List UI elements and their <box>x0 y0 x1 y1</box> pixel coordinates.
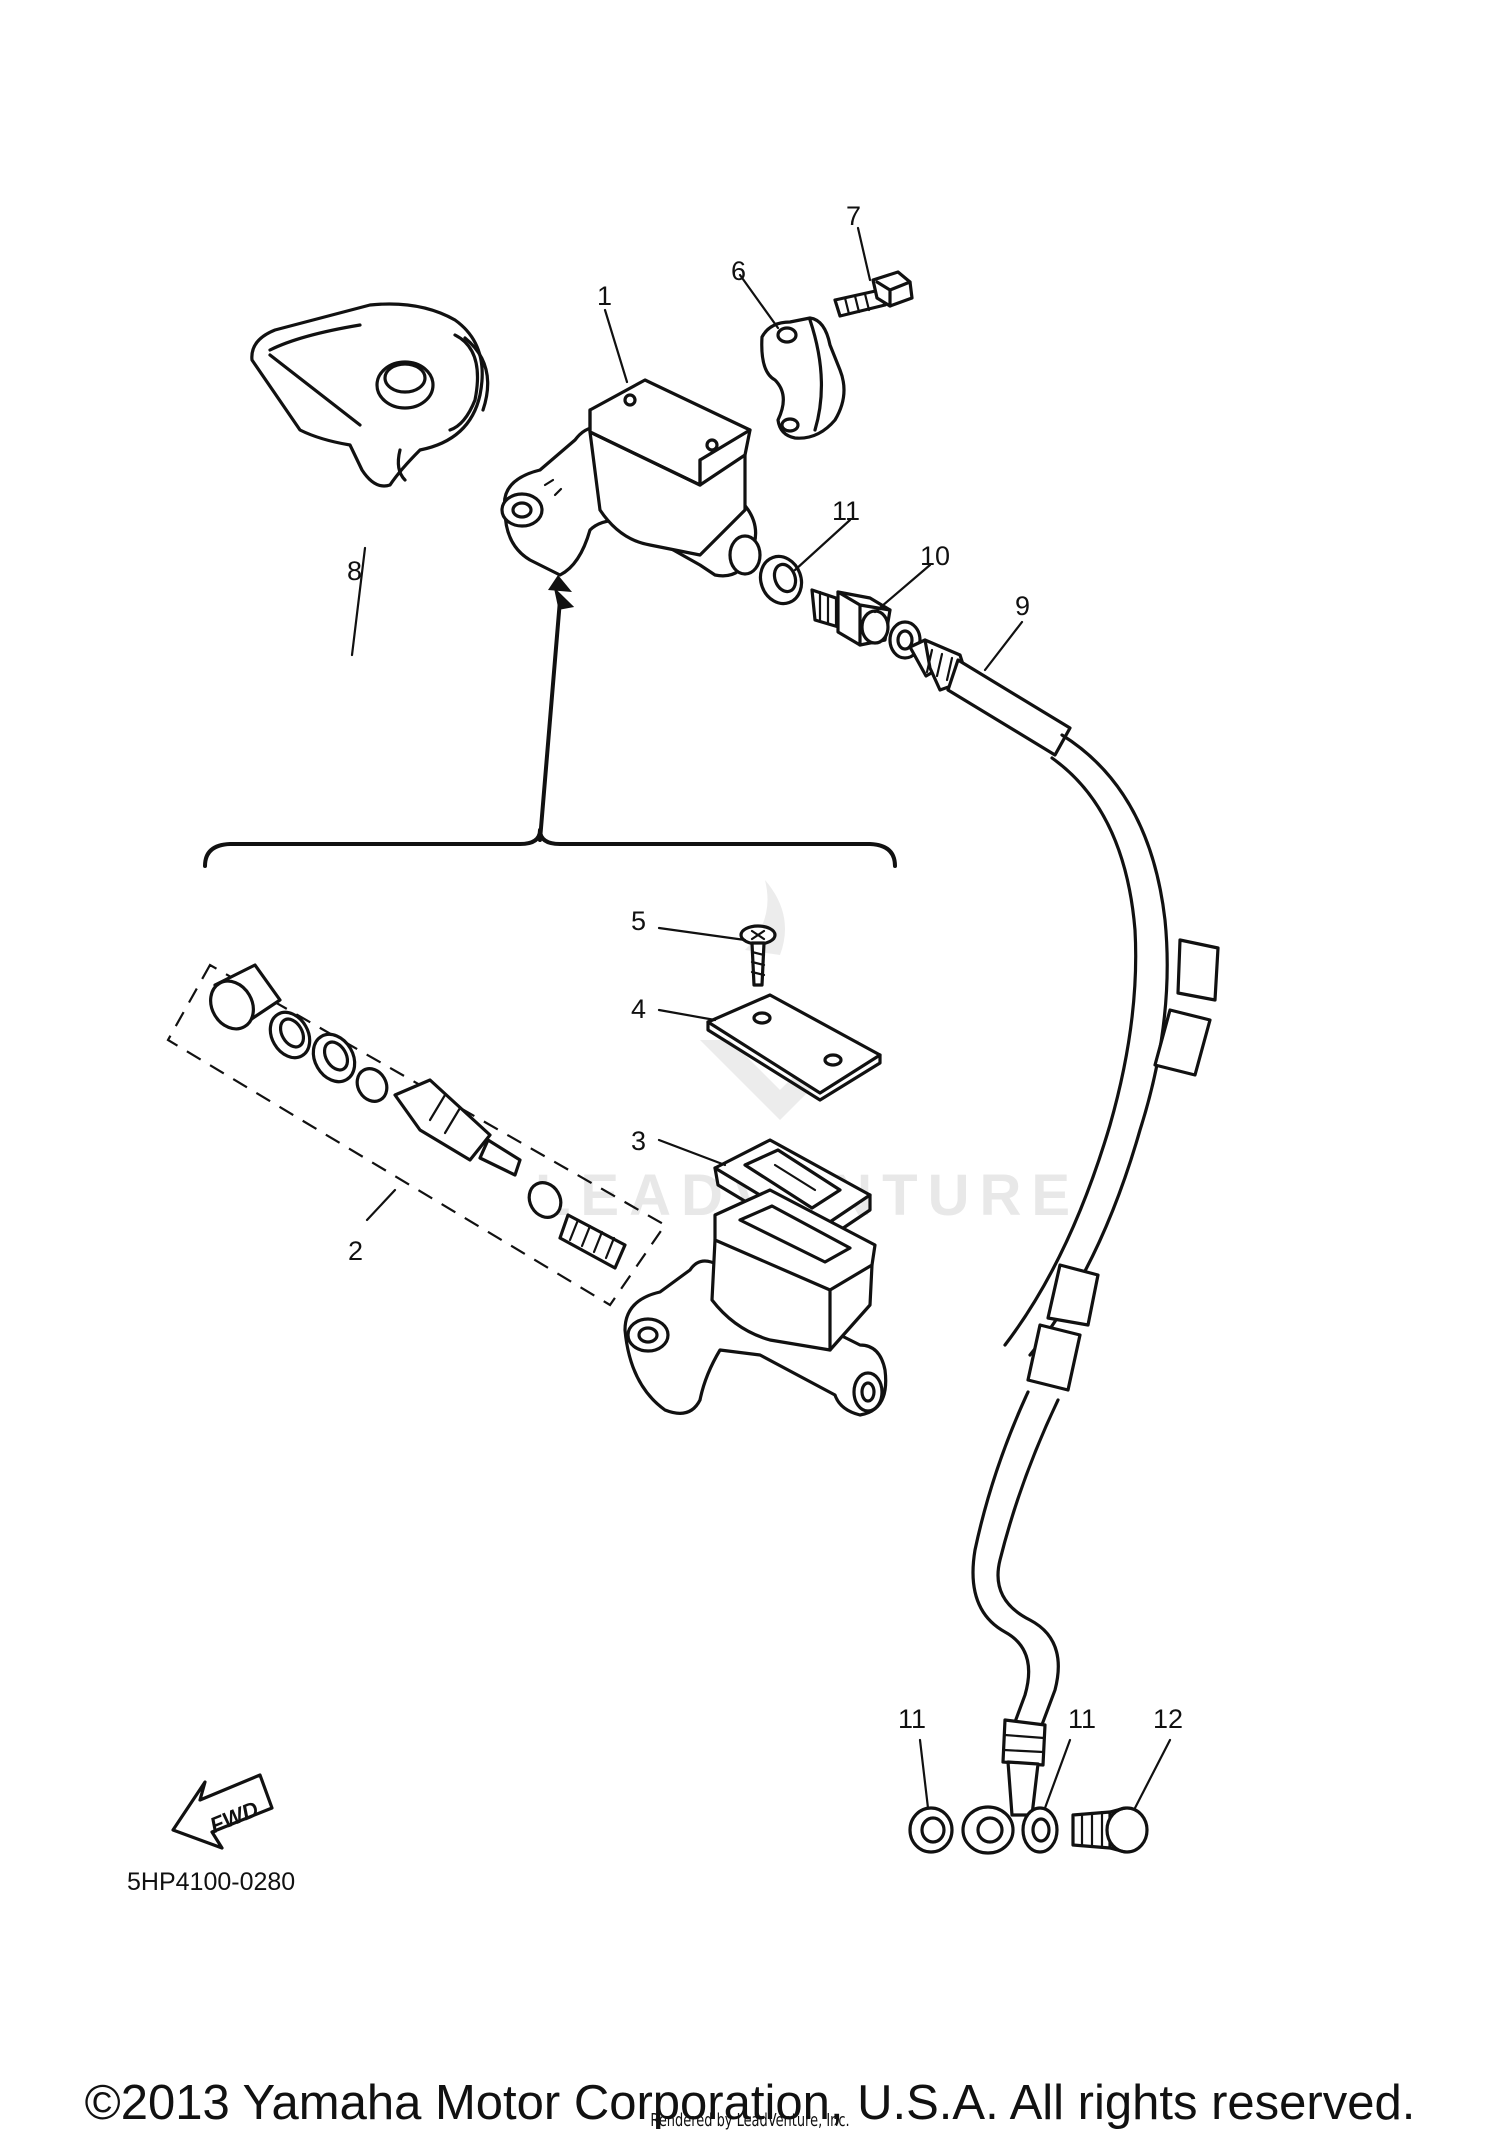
part-2-piston-kit <box>166 963 667 1307</box>
callout-5: 5 <box>631 906 646 936</box>
callout-2: 2 <box>348 1236 363 1266</box>
part-12-banjo-bolt <box>1071 1806 1149 1854</box>
callout-11-lower-left: 11 <box>898 1704 926 1734</box>
part-6-clamp <box>760 316 846 440</box>
part-1-master-cylinder-body <box>623 1188 888 1417</box>
part-1-master-cylinder <box>500 378 762 578</box>
part-9-brake-hose <box>888 620 1220 1855</box>
part-8-lever-cover <box>250 302 490 488</box>
part-11-washer-lower-left <box>908 1806 954 1854</box>
callout-1: 1 <box>597 281 612 311</box>
callout-8: 8 <box>347 556 362 586</box>
diagram-code: 5HP4100-0280 <box>127 1868 295 1896</box>
callout-12: 12 <box>1153 1704 1183 1734</box>
callout-11-upper: 11 <box>832 496 860 526</box>
callout-3: 3 <box>631 1126 646 1156</box>
rendered-by-text: Rendered by LeadVenture, Inc. <box>650 2110 850 2131</box>
part-5-screw <box>739 924 777 987</box>
callout-7: 7 <box>846 201 861 231</box>
leader-lines <box>350 226 1172 1810</box>
callout-4: 4 <box>631 994 646 1024</box>
callout-10: 10 <box>920 541 950 571</box>
part-7-bolt <box>833 270 914 318</box>
callout-9: 9 <box>1015 591 1030 621</box>
part-4-reservoir-cap <box>706 993 882 1102</box>
copyright-text: ©2013 Yamaha Motor Corporation, U.S.A. A… <box>84 2076 1416 2130</box>
callout-6: 6 <box>731 256 746 286</box>
fwd-arrow-icon: FWD <box>171 1773 274 1850</box>
assembly-arrow <box>203 575 897 868</box>
callout-11-lower-right: 11 <box>1068 1704 1096 1734</box>
part-10-union-bolt <box>810 588 892 647</box>
part-11-washer-upper <box>758 554 804 606</box>
part-11-washer-lower-right <box>1021 1806 1059 1854</box>
